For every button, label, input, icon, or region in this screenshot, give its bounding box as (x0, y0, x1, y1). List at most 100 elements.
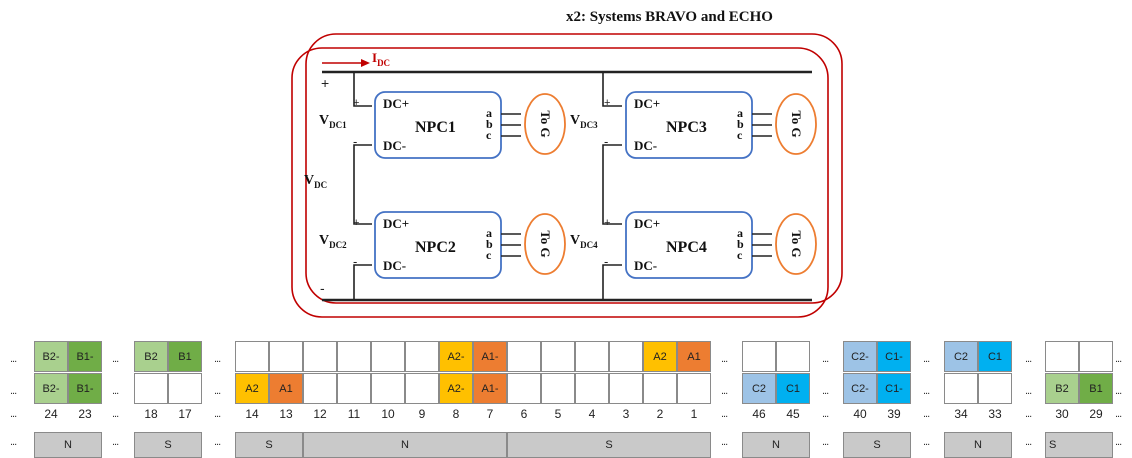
phase-label-c: c (486, 128, 492, 142)
dc-plus-terminal: DC+ (383, 216, 409, 231)
minus-sign: - (604, 254, 608, 269)
phase-label-a: a (486, 106, 492, 120)
slot-cell (371, 341, 405, 372)
current-label: IDC (372, 50, 390, 68)
slot-cell (541, 373, 575, 404)
slot-cell (1079, 341, 1113, 372)
slot-cell (609, 373, 643, 404)
slot-number: 2 (656, 407, 664, 421)
wire-left-mid (353, 144, 372, 225)
bus-plus-sign: + (321, 75, 329, 91)
slot-number: 29 (1089, 407, 1103, 421)
slot-cell: A2 (235, 373, 269, 404)
ellipsis-mark: ... (721, 353, 728, 365)
slot-cell (303, 373, 337, 404)
slot-cell: A2- (439, 341, 473, 372)
slot-cell: A1 (677, 341, 711, 372)
slot-cell: A2 (643, 341, 677, 372)
slot-number: 45 (786, 407, 800, 421)
system-frame-back (305, 33, 843, 304)
ellipsis-mark: ... (1115, 408, 1122, 420)
slot-number: 39 (887, 407, 901, 421)
grid-oval (524, 213, 566, 275)
slot-number: 3 (622, 407, 630, 421)
ellipsis-mark: ... (923, 385, 930, 397)
pole-label-s: S (843, 432, 911, 458)
slot-cell: C1- (877, 341, 911, 372)
slot-cell (978, 373, 1012, 404)
ellipsis-mark: ... (1025, 436, 1032, 448)
slot-cell: B1- (68, 373, 102, 404)
slot-cell (337, 341, 371, 372)
pole-label-n: N (944, 432, 1012, 458)
vdc-sub-label: VDC3 (570, 113, 598, 130)
slot-cell: C2- (843, 373, 877, 404)
current-arrow-head (361, 59, 370, 67)
slot-cell: B2 (134, 341, 168, 372)
ellipsis-mark: ... (10, 353, 17, 365)
slot-number: 23 (78, 407, 92, 421)
slot-number: 13 (279, 407, 293, 421)
wire-right-mid (602, 144, 622, 225)
wire-left-top (353, 72, 372, 107)
slot-cell: A1- (473, 341, 507, 372)
phase-label-b: b (737, 117, 744, 131)
dc-minus-terminal: DC- (634, 258, 657, 273)
vdc-sub-label: VDC2 (319, 233, 347, 250)
slot-cell: C1 (978, 341, 1012, 372)
ellipsis-mark: ... (721, 385, 728, 397)
diagram-title: x2: Systems BRAVO and ECHO (566, 9, 773, 25)
minus-sign: - (353, 254, 357, 269)
slot-number: 34 (954, 407, 968, 421)
slot-number: 40 (853, 407, 867, 421)
ellipsis-mark: ... (10, 436, 17, 448)
ellipsis-mark: ... (10, 408, 17, 420)
pole-label-n: N (303, 432, 507, 458)
slot-number: 8 (452, 407, 460, 421)
pole-label-n: N (742, 432, 810, 458)
minus-sign: - (353, 134, 357, 149)
slot-cell: A2- (439, 373, 473, 404)
plus-sign: + (353, 217, 359, 229)
ellipsis-mark: ... (112, 408, 119, 420)
slot-cell (575, 341, 609, 372)
ellipsis-mark: ... (112, 385, 119, 397)
slot-cell (1045, 341, 1079, 372)
phase-label-c: c (737, 248, 743, 262)
phase-label-b: b (737, 237, 744, 251)
phase-label-b: b (486, 237, 493, 251)
phase-label-a: a (737, 226, 743, 240)
slot-cell: B2- (34, 341, 68, 372)
pole-label-s: S (134, 432, 202, 458)
wire-right-bottom (602, 264, 622, 300)
slot-cell (235, 341, 269, 372)
slot-cell (541, 341, 575, 372)
ellipsis-mark: ... (214, 353, 221, 365)
slot-cell: C2- (843, 341, 877, 372)
ellipsis-mark: ... (822, 436, 829, 448)
phase-label-a: a (737, 106, 743, 120)
slot-cell (405, 341, 439, 372)
slot-number: 5 (554, 407, 562, 421)
ellipsis-mark: ... (1115, 385, 1122, 397)
npc-name: NPC3 (666, 119, 707, 136)
ellipsis-mark: ... (1115, 436, 1122, 448)
ellipsis-mark: ... (214, 385, 221, 397)
slot-number: 46 (752, 407, 766, 421)
ellipsis-mark: ... (923, 408, 930, 420)
slot-cell: C1- (877, 373, 911, 404)
slot-cell: B1- (68, 341, 102, 372)
pole-label-s: S (235, 432, 303, 458)
ellipsis-mark: ... (214, 408, 221, 420)
grid-label: To G (789, 110, 804, 137)
ellipsis-mark: ... (822, 408, 829, 420)
dc-plus-terminal: DC+ (383, 96, 409, 111)
ellipsis-mark: ... (1025, 408, 1032, 420)
slot-cell: C2 (944, 341, 978, 372)
slot-number: 24 (44, 407, 58, 421)
slot-cell (742, 341, 776, 372)
slot-cell: C1 (776, 373, 810, 404)
